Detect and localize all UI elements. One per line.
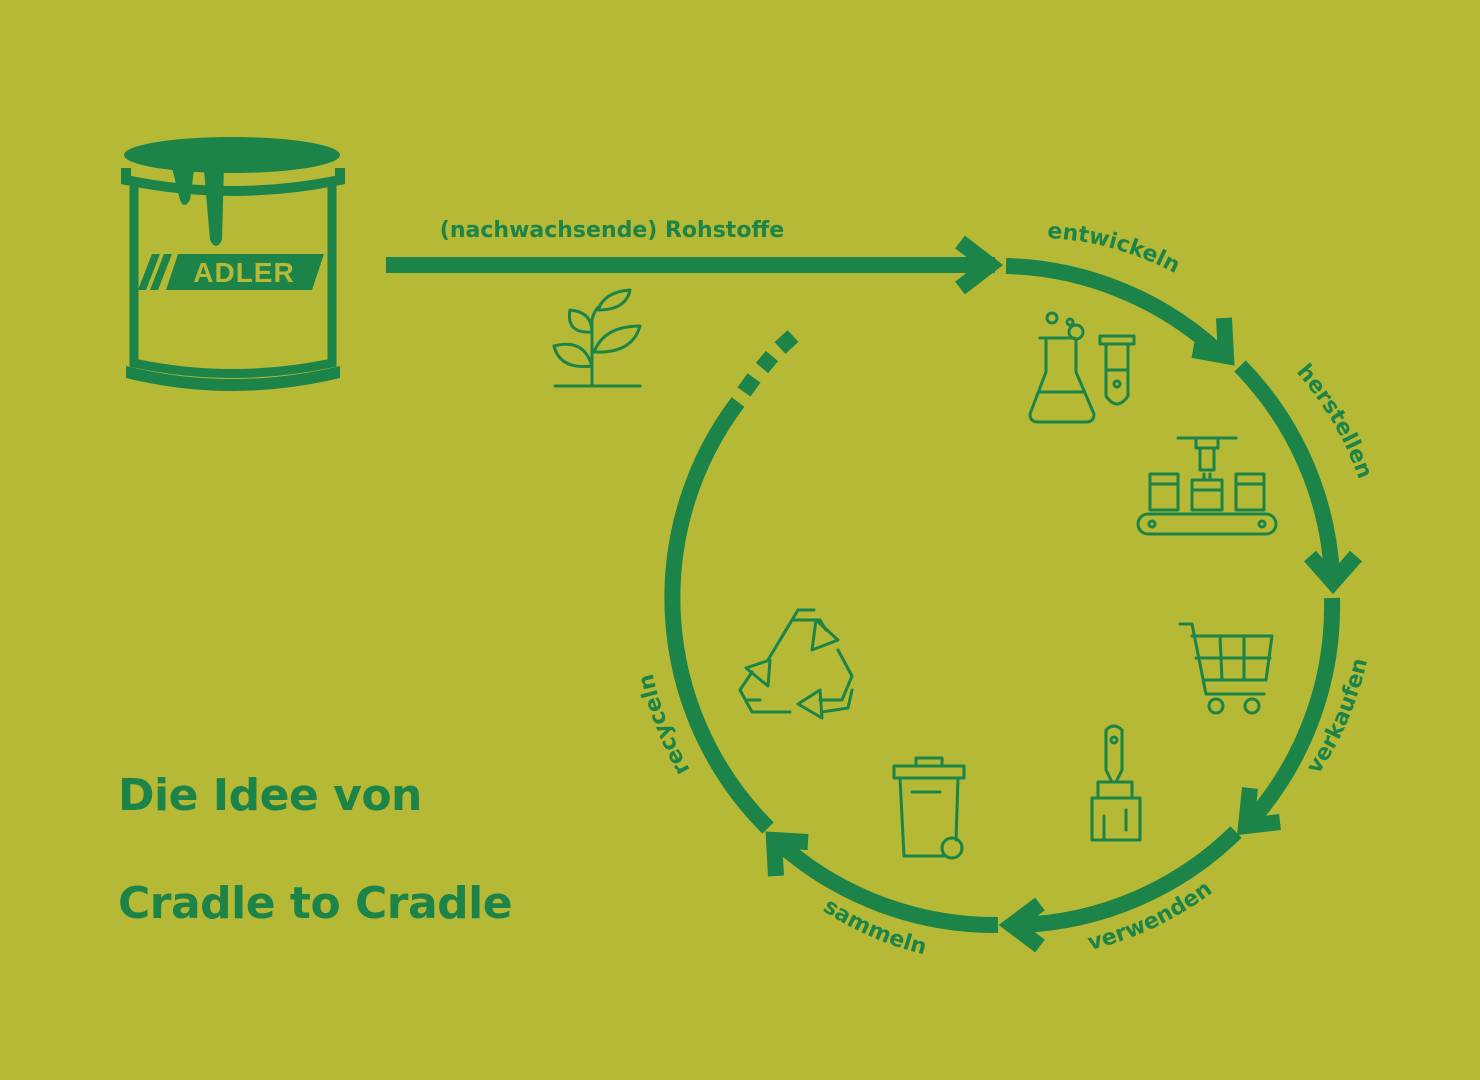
can-bottom-rim	[126, 366, 340, 391]
lifecycle-circle	[664, 258, 1362, 953]
title-line-2: Cradle to Cradle	[118, 878, 513, 929]
can-lid	[124, 137, 340, 173]
dash-1	[737, 373, 761, 397]
paint-drip	[170, 160, 224, 246]
raw-materials-arrow	[386, 235, 1004, 295]
dash-3	[774, 330, 799, 354]
logo-stripe-1	[138, 254, 160, 290]
brand-name: ADLER	[193, 257, 294, 288]
waste-bin-icon	[892, 756, 966, 860]
raw-materials-label: (nachwachsende) Rohstoffe	[440, 218, 784, 243]
paint-brush-icon	[1090, 724, 1142, 842]
arrowhead-sammeln	[765, 831, 809, 877]
arrowhead-verkaufen	[1236, 787, 1281, 836]
can-body	[129, 183, 337, 378]
dash-2	[755, 350, 779, 374]
logo-band	[166, 254, 324, 290]
recycling-icon	[738, 608, 854, 720]
title-line-1: Die Idee von	[118, 770, 422, 821]
arc-sammeln	[772, 836, 999, 934]
page-title: Die Idee von Cradle to Cradle	[118, 742, 513, 958]
arrowhead-entwickeln	[1191, 317, 1235, 366]
arc-verkaufen	[1244, 597, 1341, 828]
arc-verwenden	[1019, 826, 1242, 933]
shopping-cart-icon	[1178, 622, 1274, 715]
plant-sprout-icon	[552, 288, 642, 388]
arrowhead-verwenden	[998, 897, 1045, 953]
adler-paint-can-logo: ADLER	[121, 137, 345, 391]
arc-herstellen	[1234, 360, 1340, 575]
arc-recyceln	[664, 397, 774, 834]
arc-entwickeln	[1005, 258, 1222, 356]
arrowhead-herstellen	[1304, 550, 1362, 595]
laboratory-flask-icon	[1028, 311, 1136, 424]
can-rim-top	[121, 168, 345, 196]
production-line-icon	[1136, 436, 1278, 536]
logo-stripe-2	[150, 254, 172, 290]
